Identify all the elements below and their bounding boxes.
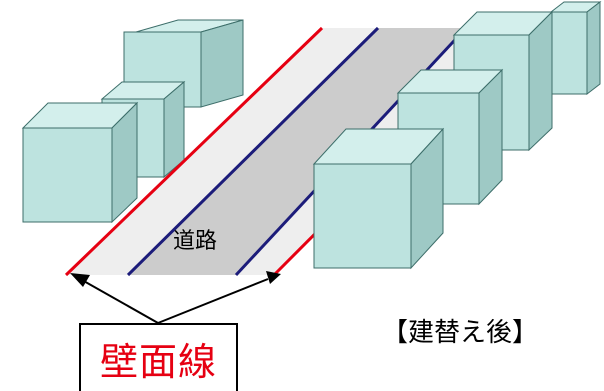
wall-line-left [64,26,324,277]
left-sidewalk [68,28,378,275]
building-left-front [21,101,139,224]
arrow-to-right-wall-line [157,271,281,324]
wall-line-label: 壁面線 [99,339,217,384]
building-right-front [312,127,445,270]
arrow-to-left-wall-line [70,273,159,324]
wall-line-callout: 壁面線 [79,323,238,391]
after-rebuild-label: 【建替え後】 [382,318,539,348]
lane-line-left [126,26,380,277]
road-surface [130,28,468,275]
building-right-far [549,0,602,96]
road-label: 道路 [173,229,217,254]
